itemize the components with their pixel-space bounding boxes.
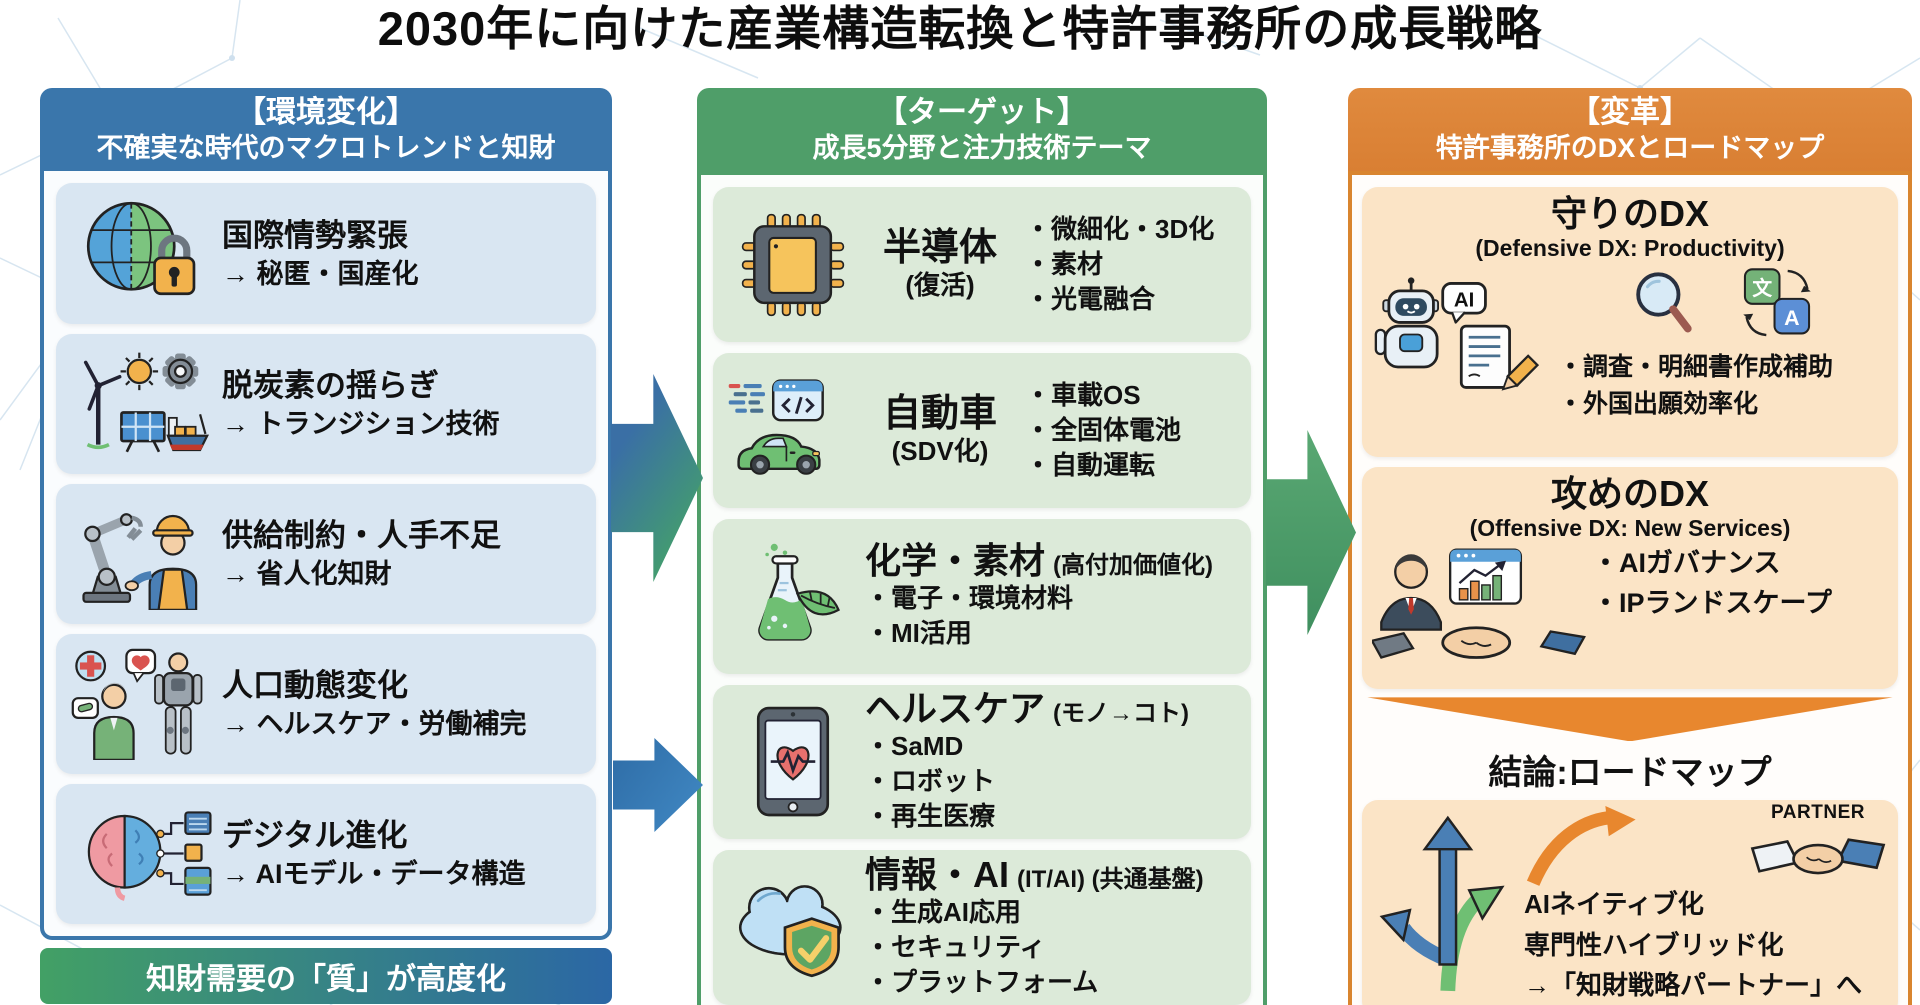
defensive-dx-card: 守りのDX (Defensive DX: Productivity)	[1362, 187, 1898, 458]
trend-title: デジタル進化	[222, 818, 408, 854]
partner-handshake-icon	[1748, 838, 1888, 898]
offensive-dx-bullets: AIガバナンス IPランドスケープ	[1592, 544, 1832, 622]
sector-card-chemistry: 化学・素材 (高付加価値化) 電子・環境材料 MI活用	[713, 518, 1251, 674]
sector-card-information-ai: 情報・AI (IT/AI) (共通基盤) 生成AI応用 セキュリティ プラットフ…	[713, 850, 1251, 1005]
offensive-dx-subtitle: (Offensive DX: New Services)	[1469, 514, 1791, 541]
sector-title: 半導体	[882, 227, 997, 270]
trend-subtitle: → AIモデル・データ構造	[222, 859, 526, 890]
software-car-icon	[723, 379, 863, 482]
environment-column-body: 国際情勢緊張 → 秘匿・国産化	[40, 171, 612, 940]
renewable-energy-icon	[66, 348, 218, 460]
trend-subtitle: → トランジション技術	[222, 408, 500, 439]
curved-arrow-icon	[1526, 806, 1636, 895]
ip-demand-banner: 知財需要の「質」が高度化	[40, 948, 612, 1004]
trend-card-decarbonization: 脱炭素の揺らぎ → トランジション技術	[56, 333, 596, 474]
sector-qualifier: (高付加価値化)	[1053, 552, 1213, 580]
sector-qualifier: (モノ→コト)	[1053, 700, 1189, 728]
transformation-column-body: 守りのDX (Defensive DX: Productivity)	[1348, 171, 1912, 1005]
magnifier-icon	[1632, 268, 1694, 343]
environment-column-header: 【環境変化】 不確実な時代のマクロトレンドと知財	[40, 88, 612, 172]
target-column-body: 半導体 (復活) 微細化・3D化 素材 光電融合	[697, 171, 1267, 1005]
sector-card-healthcare: ヘルスケア (モノ→コト) SaMD ロボット 再生医療	[713, 684, 1251, 840]
roadmap-text-lines: AIネイティブ化 専門性ハイブリッド化 →「知財戦略パートナー」へ	[1524, 889, 1863, 1000]
trend-subtitle: → ヘルスケア・労働補完	[222, 709, 527, 740]
sector-bullets: SaMD ロボット 再生医療	[865, 729, 1241, 834]
sector-bullets: 微細化・3D化 素材 光電融合	[1025, 212, 1214, 317]
consultant-analytics-handshake-icon	[1370, 544, 1586, 670]
sector-bullets: 電子・環境材料 MI活用	[865, 581, 1241, 651]
elderly-care-robot-icon	[66, 648, 218, 760]
trend-card-demographics: 人口動態変化 → ヘルスケア・労働補完	[56, 633, 596, 774]
trend-card-supply-labor: 供給制約・人手不足 → 省人化知財	[56, 483, 596, 624]
trend-subtitle: → 秘匿・国産化	[222, 258, 419, 289]
sector-title: 情報・AI	[865, 854, 1010, 896]
environment-change-column: 【環境変化】 不確実な時代のマクロトレンドと知財	[40, 88, 612, 940]
defensive-dx-subtitle: (Defensive DX: Productivity)	[1475, 234, 1785, 261]
sector-title: 化学・素材	[865, 540, 1046, 582]
offensive-dx-title: 攻めのDX	[1550, 473, 1709, 515]
target-sectors-column: 【ターゲット】 成長5分野と注力技術テーマ	[697, 88, 1267, 1005]
target-header-line2: 成長5分野と注力技術テーマ	[812, 133, 1152, 163]
globe-lock-icon	[66, 197, 218, 309]
down-arrow	[1367, 697, 1893, 742]
offensive-dx-card: 攻めのDX (Offensive DX: New Services)	[1362, 467, 1898, 690]
three-way-arrows-icon	[1372, 811, 1522, 1005]
partner-handshake-block: PARTNER	[1748, 802, 1888, 899]
sector-title: 自動車	[882, 392, 997, 435]
sector-qualifier: (復活)	[905, 270, 975, 301]
translate-icon: 文 A	[1740, 266, 1814, 345]
trend-title: 国際情勢緊張	[222, 217, 408, 253]
defensive-dx-bullets: 調査・明細書作成補助 外国出願効率化	[1558, 349, 1833, 422]
cloud-shield-icon	[723, 872, 863, 984]
sector-bullets: 車載OS 全固体電池 自動運転	[1025, 378, 1181, 483]
sector-card-semiconductor: 半導体 (復活) 微細化・3D化 素材 光電融合	[713, 187, 1251, 343]
transformation-column-header: 【変革】 特許事務所のDXとロードマップ	[1348, 88, 1912, 172]
translate-source-label: 文	[1752, 277, 1772, 300]
sector-card-automotive: 自動車 (SDV化) 車載OS 全固体電池 自動運転	[713, 353, 1251, 508]
health-tablet-icon	[723, 706, 863, 818]
sector-qualifier: (SDV化)	[891, 435, 989, 466]
brain-circuit-icon	[66, 798, 218, 910]
sector-title: ヘルスケア	[865, 688, 1046, 730]
flask-leaf-icon	[723, 540, 863, 652]
sector-bullets: 生成AI応用 セキュリティ プラットフォーム	[865, 895, 1241, 1000]
ai-bubble-label: AI	[1454, 289, 1474, 311]
defensive-dx-title: 守りのDX	[1550, 193, 1709, 235]
robot-arm-worker-icon	[66, 498, 218, 610]
roadmap-card: PARTNER AIネイティブ化 専門性ハイブリッド化	[1362, 800, 1898, 1005]
trend-subtitle: → 省人化知財	[222, 559, 392, 590]
ai-robot-document-icon: AI	[1372, 276, 1558, 411]
trend-title: 供給制約・人手不足	[222, 518, 501, 554]
transformation-header-line2: 特許事務所のDXとロードマップ	[1435, 133, 1825, 163]
transformation-header-line1: 【変革】	[1570, 96, 1690, 129]
conclusion-heading: 結論:ロードマップ	[1488, 754, 1772, 793]
partner-label: PARTNER	[1771, 802, 1865, 824]
page-title: 2030年に向けた産業構造転換と特許事務所の成長戦略	[377, 2, 1543, 55]
trend-title: 人口動態変化	[222, 668, 408, 704]
semiconductor-chip-icon	[723, 213, 863, 317]
trend-title: 脱炭素の揺らぎ	[222, 368, 439, 404]
trend-card-digital: デジタル進化 → AIモデル・データ構造	[56, 783, 596, 925]
target-column-header: 【ターゲット】 成長5分野と注力技術テーマ	[697, 88, 1267, 172]
transformation-column: 【変革】 特許事務所のDXとロードマップ 守りのDX (Defensive DX…	[1348, 88, 1912, 1005]
environment-header-line2: 不確実な時代のマクロトレンドと知財	[96, 133, 556, 163]
translate-target-label: A	[1784, 307, 1799, 331]
environment-header-line1: 【環境変化】	[236, 96, 416, 129]
target-header-line1: 【ターゲット】	[877, 96, 1087, 129]
sector-qualifier: (IT/AI) (共通基盤)	[1017, 866, 1204, 894]
trend-card-geopolitics: 国際情勢緊張 → 秘匿・国産化	[56, 183, 596, 324]
